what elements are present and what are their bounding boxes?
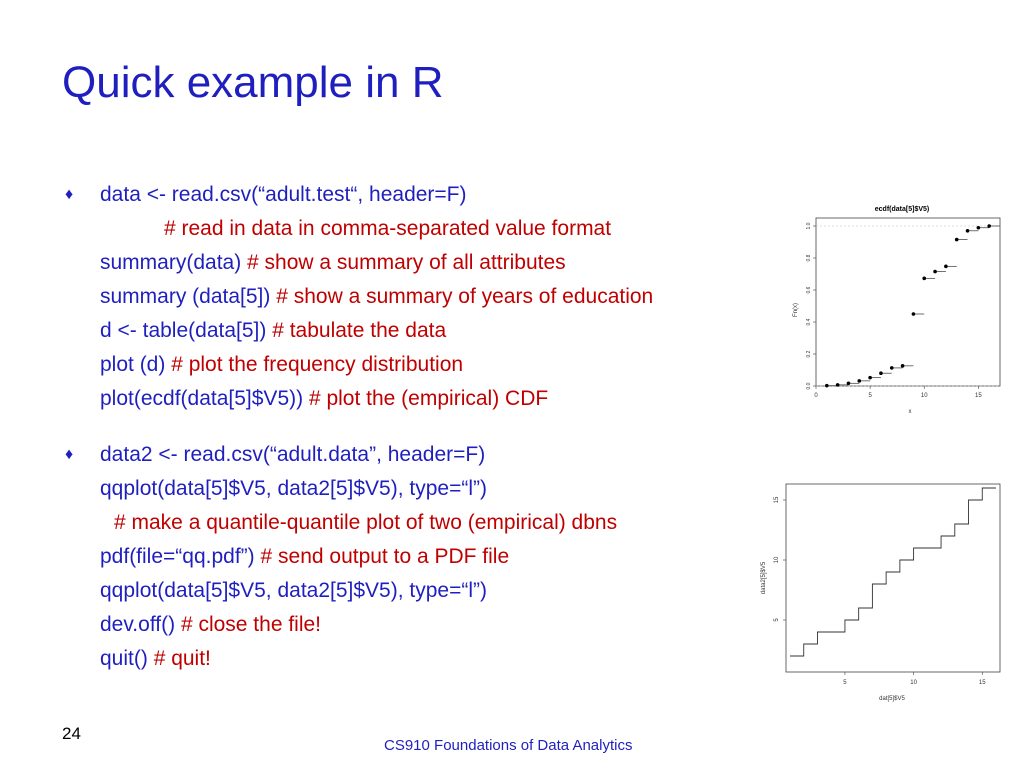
ecdf-data-point [922,276,927,281]
ecdf-x-tick-label: 10 [921,393,928,399]
ecdf-chart: ecdf(data[5]$V5) x Fn(x) 0 5 10 15 0.0 0.2 0.4… [793,206,1001,415]
code-text: dev.off() [100,613,181,636]
code-line: dev.off() # close the file! [100,608,782,642]
qq-plot-frame [785,483,1001,673]
bullet-list: ♦ data <- read.csv(“adult.test“, header=… [62,178,782,676]
qq-x-axis-label: dat[5]$V5 [879,696,905,702]
qq-x-tick-label: 10 [910,680,917,686]
ecdf-y-tick-label: 1.0 [806,222,812,229]
code-line: summary (data[5]) # show a summary of ye… [100,280,782,314]
code-comment: # send output to a PDF file [260,545,510,568]
code-text: quit() [100,647,154,670]
qq-y-axis-label: data2[5]$V5 [761,561,767,594]
code-comment: # tabulate the data [272,319,447,342]
qq-plot: dat[5]$V5 data2[5]$V5 5 10 15 5 10 15 [752,482,1008,704]
ecdf-data-point [944,264,948,269]
slide-number: 24 [62,724,81,743]
code-text: data2 <- read.csv(“adult.data”, header=F… [100,443,486,466]
ecdf-x-tick-label: 15 [975,393,982,399]
slide-footer: CS910 Foundations of Data Analytics [384,737,633,754]
code-line: plot(ecdf(data[5]$V5)) # plot the (empir… [100,382,782,416]
qq-x-tick-label: 5 [843,680,847,686]
code-line: qqplot(data[5]$V5, data2[5]$V5), type=“l… [100,472,782,506]
ecdf-data-point [987,224,991,228]
ecdf-x-tick-label: 5 [868,393,872,399]
ecdf-data-point [857,379,862,383]
qq-y-tick-label: 5 [774,618,780,622]
ecdf-data-point [911,312,916,316]
ecdf-data-point [900,364,905,368]
ecdf-data-point [933,269,937,274]
code-comment: # close the file! [180,613,322,636]
code-line: qqplot(data[5]$V5, data2[5]$V5), type=“l… [100,574,782,608]
ecdf-y-tick-label: 0.8 [806,254,812,261]
ecdf-plot-frame [815,217,1001,387]
ecdf-x-tick-label: 0 [814,393,818,399]
ecdf-y-tick-label: 0.0 [806,382,812,389]
qq-chart: dat[5]$V5 data2[5]$V5 5 10 15 5 10 15 [761,483,1001,702]
ecdf-data-point [954,237,959,242]
code-text: d <- table(data[5]) [100,319,273,342]
ecdf-data-point [965,229,970,233]
ecdf-data-point [976,225,981,230]
ecdf-data-point [825,383,829,388]
ecdf-data-point [835,383,840,387]
code-comment: # make a quantile-quantile plot of two (… [114,511,618,534]
bullet-load-training-data: ♦ data2 <- read.csv(“adult.data”, header… [62,438,782,676]
code-line: summary(data) # show a summary of all at… [100,246,782,280]
ecdf-plot: ecdf(data[5]$V5) x Fn(x) 0 5 10 15 0.0 0.2 0.4… [786,198,1008,420]
code-line: # make a quantile-quantile plot of two (… [100,506,782,540]
code-line: data <- read.csv(“adult.test“, header=F) [100,178,782,212]
code-line: pdf(file=“qq.pdf”) # send output to a PD… [100,540,782,574]
ecdf-y-tick-label: 0.6 [806,286,812,293]
code-comment: # read in data in comma-separated value … [164,217,612,240]
qq-y-tick-label: 10 [774,556,780,563]
ecdf-y-tick-label: 0.4 [806,318,812,325]
code-comment: # show a summary of all attributes [247,251,566,274]
code-comment: # quit! [153,647,211,670]
ecdf-data-point [868,375,872,380]
code-line: quit() # quit! [100,642,782,676]
code-text: qqplot(data[5]$V5, data2[5]$V5), type=“l… [100,477,487,500]
code-line: data2 <- read.csv(“adult.data”, header=F… [100,438,782,472]
code-line: # read in data in comma-separated value … [100,212,782,246]
code-comment: # plot the (empirical) CDF [308,387,549,410]
slide-title: Quick example in R [62,58,444,107]
diamond-bullet-icon: ♦ [65,446,74,463]
qq-step-line [790,487,996,657]
code-comment: # show a summary of years of education [276,285,654,308]
ecdf-x-axis-label: x [909,409,912,415]
bullet-load-test-data: ♦ data <- read.csv(“adult.test“, header=… [62,178,782,416]
diamond-bullet-icon: ♦ [65,186,74,203]
code-text: qqplot(data[5]$V5, data2[5]$V5), type=“l… [100,579,487,602]
code-text: plot (d) [100,353,172,376]
ecdf-data-point [846,381,851,386]
qq-x-tick-label: 15 [979,680,986,686]
code-text: pdf(file=“qq.pdf”) [100,545,261,568]
ecdf-data-point [879,371,883,375]
code-text: data <- read.csv(“adult.test“, header=F) [100,183,467,206]
code-line: d <- table(data[5]) # tabulate the data [100,314,782,348]
code-text: plot(ecdf(data[5]$V5)) [100,387,309,410]
ecdf-y-axis-label: Fn(x) [793,303,799,317]
ecdf-data-point [889,366,894,370]
code-comment: # plot the frequency distribution [171,353,464,376]
ecdf-chart-title: ecdf(data[5]$V5) [875,206,929,213]
code-text: summary(data) [100,251,248,274]
qq-y-tick-label: 15 [774,496,780,503]
ecdf-y-tick-label: 0.2 [806,350,812,357]
code-line: plot (d) # plot the frequency distributi… [100,348,782,382]
code-text: summary (data[5]) [100,285,277,308]
